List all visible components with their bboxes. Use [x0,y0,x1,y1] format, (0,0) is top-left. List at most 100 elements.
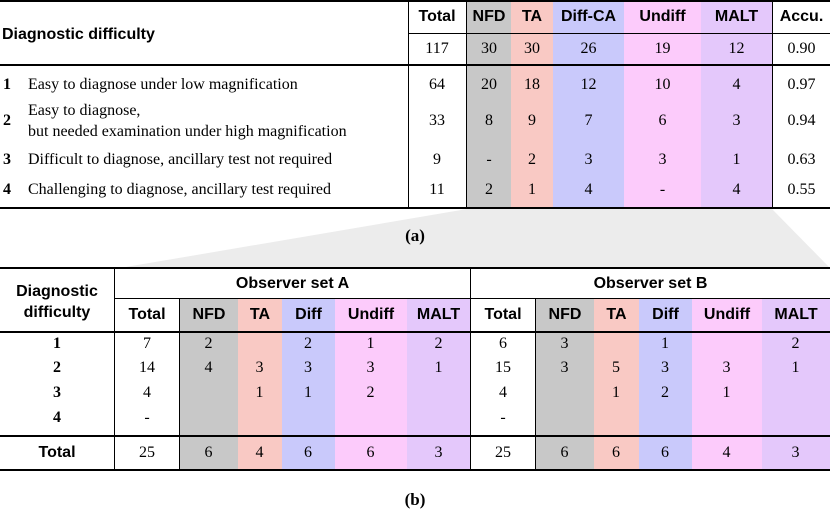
table-b-total-a-ta: 4 [255,444,264,461]
row-4-ta: 1 [528,181,536,198]
table-b-row-2-b-undiff: 3 [722,359,731,376]
table-b-row-3-a-undiff: 2 [366,384,375,401]
table-b-total-a-undiff: 6 [366,444,375,461]
malt-column-bg [701,1,772,208]
table-b-total-a-diff: 6 [304,444,312,461]
row-3-desc: Difficult to diagnose, ancillary test no… [28,151,333,168]
total-malt: 12 [728,40,745,57]
b-a-malt-bg [407,299,470,470]
table-b-row-2-b-ta: 5 [612,359,620,376]
table-b-row-1-a-undiff: 1 [366,335,375,352]
table-b-row-2-num: 2 [53,359,61,376]
table-b-total-rule [0,435,830,437]
row-1-desc: Easy to diagnose under low magnification [28,76,298,93]
header-diffca: Diff-CA [560,8,617,25]
b-a-ta-bg [238,299,282,470]
table-b-header-rule [0,331,830,333]
table-b-bottom-rule [0,469,830,471]
table-b-vline-1 [114,267,115,471]
table-b-row-1-b-nfd: 3 [560,335,569,352]
subcol-a-malt: MALT [416,306,461,323]
table-b-row-2-b-malt: 1 [791,359,800,376]
row-4-undiff: - [659,181,666,198]
table-b-row-3-b-undiff: 1 [722,384,731,401]
header-malt: MALT [714,8,759,25]
row-4-malt: 4 [732,181,741,198]
table-b-row-4-b-total: - [500,409,506,426]
table-b-row-1-a-diff: 2 [304,335,312,352]
b-a-undiff-bg [335,299,407,470]
row-3-undiff: 3 [658,151,667,168]
table-b-row-2-a-nfd: 4 [204,359,213,376]
row-4-total: 11 [429,181,445,198]
row-1-total: 64 [429,76,445,93]
row-4-num: 4 [3,181,11,198]
row-4-diffca: 4 [584,181,593,198]
b-b-diff-bg [639,299,692,470]
header-total: Total [418,8,456,25]
table-b-total-b-nfd: 6 [560,444,569,461]
row-3-ta: 2 [528,151,536,168]
table-b-row-2-a-diff: 3 [304,359,312,376]
row-2-ta: 9 [528,112,536,129]
table-b-vline-3 [470,267,471,471]
row-2-diffca: 7 [584,112,593,129]
row-3-total: 9 [433,151,441,168]
table-a-top-rule [0,0,830,2]
table-b-row-2-b-total: 15 [495,359,511,376]
table-b-row-1-b-total: 6 [499,335,507,352]
row-2-total: 33 [429,112,445,129]
row-3-num: 3 [3,151,11,168]
row-2-undiff: 6 [658,112,667,129]
table-a-header-rule [408,33,830,34]
total-diffca: 26 [580,40,597,57]
table-b-row-2-a-undiff: 3 [366,359,375,376]
subcol-a-total: Total [128,306,166,323]
table-b-row-3-b-diff: 2 [661,384,669,401]
row-2-accu: 0.94 [787,112,816,129]
table-b-row-1-num: 1 [53,335,61,352]
table-b-row-1-a-nfd: 2 [204,335,213,352]
row-3-malt: 1 [732,151,741,168]
table-b-total-b-ta: 6 [612,444,620,461]
subcol-a-diff: Diff [295,306,322,323]
b-b-nfd-bg [536,299,594,470]
table-b-row-4-num: 4 [53,409,61,426]
table-b-row-2-b-nfd: 3 [560,359,569,376]
b-b-ta-bg [594,299,639,470]
row-1-undiff: 10 [654,76,671,93]
table-b-row-3-b-total: 4 [499,384,507,401]
group-observer-a: Observer set A [235,275,350,292]
table-b-vline-4 [535,299,536,471]
table-b-row-2-a-ta: 3 [255,359,264,376]
nfd-column-bg [467,1,511,208]
table-b-row-3-a-total: 4 [143,384,151,401]
total-117: 117 [425,40,449,57]
row-3-accu: 0.63 [787,151,816,168]
total-undiff: 19 [654,40,671,57]
b-b-malt-bg [762,299,830,470]
b-a-nfd-bg [180,299,238,470]
ta-column-bg [511,1,553,208]
row-2-malt: 3 [732,112,741,129]
header-accu: Accu. [779,8,824,25]
table-a-title: Diagnostic difficulty [2,26,155,43]
table-a-mid-rule [0,64,830,66]
table-b-total-label: Total [38,444,76,461]
table-b-group-rule [114,298,830,299]
subcol-b-diff: Diff [652,306,679,323]
table-a-vline-2 [466,0,467,209]
subcol-b-ta: TA [606,306,627,323]
table-b-row-1-a-total: 7 [143,335,151,352]
table-b-row-3-a-diff: 1 [304,384,312,401]
undiff-column-bg [624,1,701,208]
table-b-label-line-2: difficulty [23,304,91,321]
row-4-accu: 0.55 [787,181,816,198]
subcol-b-malt: MALT [774,306,818,323]
table-b-total-b-total: 25 [495,444,511,461]
row-1-malt: 4 [732,76,741,93]
table-b-top-rule [0,267,830,269]
row-3-nfd: - [486,151,492,168]
subcol-b-total: Total [484,306,522,323]
